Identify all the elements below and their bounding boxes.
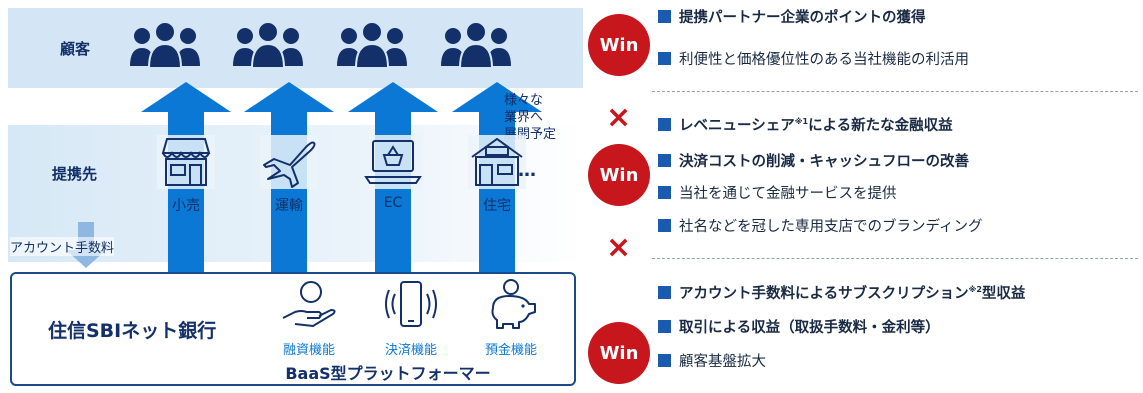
partner-housing: 住宅 <box>442 135 552 215</box>
partner-name: 小売 <box>172 198 200 214</box>
win-item: 提携パートナー企業のポイントの獲得 <box>658 6 926 27</box>
expansion-note-line: 業界へ <box>504 110 544 125</box>
people-group-icon <box>130 21 201 69</box>
service-name: 預金機能 <box>484 343 537 358</box>
hand-coin-icon <box>282 281 336 328</box>
win-item: 社名などを冠した専用支店でのブランディング <box>658 215 982 236</box>
people-group-icon <box>336 21 408 69</box>
divider <box>652 258 1138 259</box>
partner-ec: EC <box>338 135 448 211</box>
service-name: 決済機能 <box>384 343 437 358</box>
customers-label: 顧客 <box>60 40 91 58</box>
bank-platform-box <box>10 272 576 386</box>
partner-retail: 小売 <box>131 135 241 215</box>
partners-label: 提携先 <box>52 165 98 183</box>
platform-label: BaaS型プラットフォーマー <box>285 364 491 383</box>
square-bullet-icon <box>658 154 671 167</box>
win-item: 当社を通じて金融サービスを提供 <box>658 182 897 203</box>
square-bullet-icon <box>658 354 671 367</box>
win-badge: Win <box>588 144 650 206</box>
service-name: 融資機能 <box>282 343 335 358</box>
win-item: 決済コストの削減・キャッシュフローの改善 <box>658 150 969 171</box>
square-bullet-icon <box>658 52 671 65</box>
win-item: 利便性と価格優位性のある当社機能の利活用 <box>658 48 969 69</box>
customer-icons <box>130 21 512 69</box>
win-item: レベニューシェア※1による新たな金融収益 <box>658 114 953 135</box>
square-bullet-icon <box>658 10 671 23</box>
win-item: 取引による収益（取扱手数料・金利等） <box>658 316 940 337</box>
expansion-note-line: 様々な <box>504 93 544 108</box>
win-item: アカウント手数料によるサブスクリプション※2型収益 <box>658 282 1025 303</box>
square-bullet-icon <box>658 219 671 232</box>
service-payment: 決済機能 <box>366 278 456 358</box>
service-lending: 融資機能 <box>264 278 354 358</box>
bank-name: 住信SBIネット銀行 <box>48 320 217 342</box>
square-bullet-icon <box>658 118 671 131</box>
store-icon <box>157 135 215 189</box>
smartphone-icon <box>385 281 437 327</box>
times-mark: × <box>606 230 632 265</box>
square-bullet-icon <box>658 320 671 333</box>
account-fee-label: アカウント手数料 <box>10 237 115 256</box>
house-icon <box>468 135 526 189</box>
win-badge: Win <box>588 14 650 76</box>
people-group-icon <box>232 21 304 69</box>
airplane-icon <box>260 135 318 189</box>
laptop-cart-icon <box>364 135 422 189</box>
service-deposit: 預金機能 <box>466 278 556 358</box>
times-mark: × <box>606 100 632 135</box>
square-bullet-icon <box>658 186 671 199</box>
people-group-icon <box>440 21 512 69</box>
win-badge: Win <box>588 322 650 384</box>
square-bullet-icon <box>658 286 671 299</box>
piggy-bank-icon <box>491 279 536 329</box>
win-item: 顧客基盤拡大 <box>658 350 766 371</box>
more-partners-ellipsis: … <box>518 160 536 181</box>
partner-name: 住宅 <box>483 198 511 214</box>
partner-name: EC <box>383 195 403 211</box>
divider <box>652 91 1138 92</box>
partner-name: 運輸 <box>275 198 303 214</box>
partner-transport: 運輸 <box>234 135 344 215</box>
